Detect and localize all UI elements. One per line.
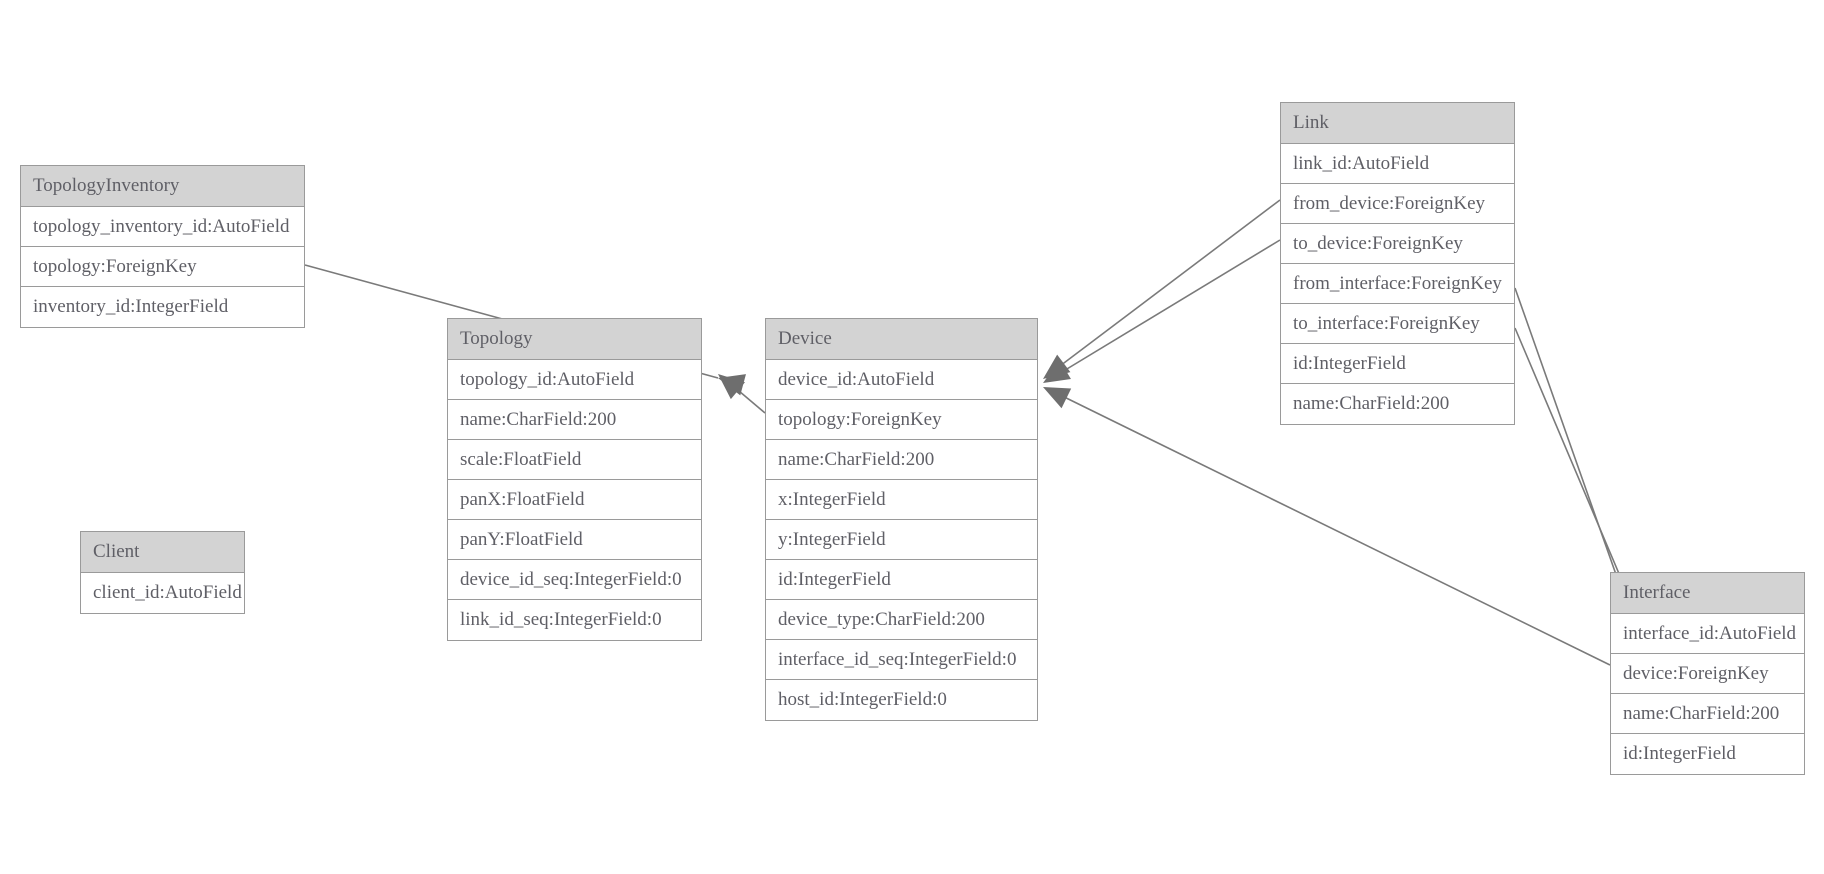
entity-field: from_interface:ForeignKey <box>1281 264 1514 304</box>
relationship-edge <box>1514 327 1632 603</box>
entity-field: id:IntegerField <box>1281 344 1514 384</box>
entity-field: name:CharField:200 <box>1281 384 1514 424</box>
entity-title-interface: Interface <box>1611 573 1804 614</box>
entity-field: interface_id_seq:IntegerField:0 <box>766 640 1037 680</box>
entity-field: inventory_id:IntegerField <box>21 287 304 327</box>
entity-title-client: Client <box>81 532 244 573</box>
entity-field: topology_id:AutoField <box>448 360 701 400</box>
entity-field: panY:FloatField <box>448 520 701 560</box>
entity-field: name:CharField:200 <box>1611 694 1804 734</box>
entity-field: to_interface:ForeignKey <box>1281 304 1514 344</box>
entity-title-link: Link <box>1281 103 1514 144</box>
entity-field: name:CharField:200 <box>766 440 1037 480</box>
entity-field: topology_inventory_id:AutoField <box>21 207 304 247</box>
entity-field: x:IntegerField <box>766 480 1037 520</box>
entity-field: interface_id:AutoField <box>1611 614 1804 654</box>
entity-field: name:CharField:200 <box>448 400 701 440</box>
entity-field: device_id:AutoField <box>766 360 1037 400</box>
entity-field: link_id_seq:IntegerField:0 <box>448 600 701 640</box>
entity-field: device:ForeignKey <box>1611 654 1804 694</box>
relationship-arrowhead <box>718 374 745 400</box>
entity-field: link_id:AutoField <box>1281 144 1514 184</box>
entity-field: device_type:CharField:200 <box>766 600 1037 640</box>
relationship-edge <box>1514 287 1626 601</box>
entity-field: id:IntegerField <box>1611 734 1804 774</box>
relationship-edge <box>1051 390 1611 666</box>
entity-field: client_id:AutoField <box>81 573 244 613</box>
entity-title-topology-inventory: TopologyInventory <box>21 166 304 207</box>
entity-title-device: Device <box>766 319 1037 360</box>
entity-field: device_id_seq:IntegerField:0 <box>448 560 701 600</box>
entity-field: to_device:ForeignKey <box>1281 224 1514 264</box>
relationship-edge <box>1051 239 1281 379</box>
entity-field: y:IntegerField <box>766 520 1037 560</box>
entity-field: host_id:IntegerField:0 <box>766 680 1037 720</box>
entity-field: topology:ForeignKey <box>766 400 1037 440</box>
entity-field: id:IntegerField <box>766 560 1037 600</box>
relationship-arrowhead <box>1043 360 1071 383</box>
relationship-edge <box>1051 199 1281 373</box>
relationship-arrowhead <box>1043 387 1072 409</box>
entity-field: scale:FloatField <box>448 440 701 480</box>
entity-field: from_device:ForeignKey <box>1281 184 1514 224</box>
entity-field: topology:ForeignKey <box>21 247 304 287</box>
entity-title-topology: Topology <box>448 319 701 360</box>
entity-field: panX:FloatField <box>448 480 701 520</box>
